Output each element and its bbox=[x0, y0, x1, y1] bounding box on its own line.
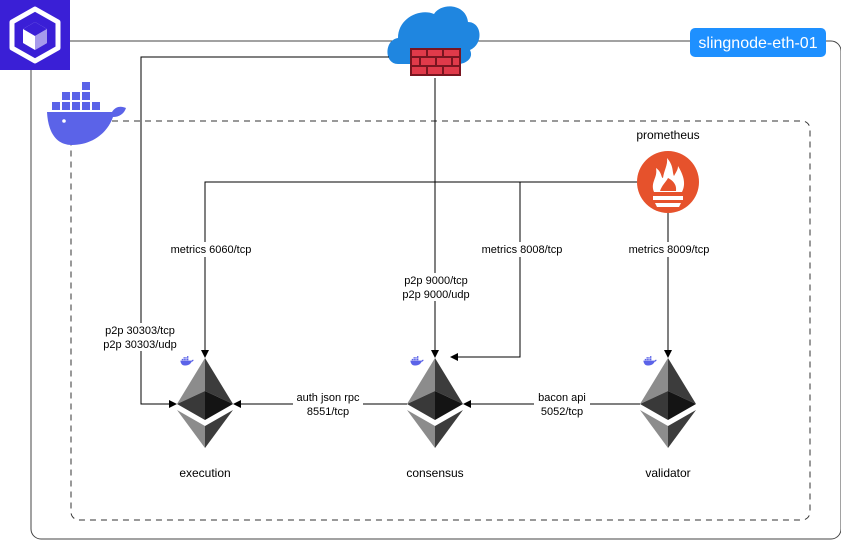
cloud-firewall-icon bbox=[387, 6, 480, 76]
label-consensus-p2p-udp: p2p 9000/udp bbox=[402, 289, 469, 301]
validator-label: validator bbox=[645, 466, 690, 480]
validator-node: validator bbox=[640, 356, 696, 480]
prometheus-icon bbox=[637, 151, 699, 213]
docker-boundary bbox=[70, 120, 811, 521]
edge-metrics-execution bbox=[201, 181, 637, 358]
edge-execution-p2p bbox=[140, 56, 389, 408]
label-auth-rpc-port: 8551/tcp bbox=[307, 406, 349, 418]
execution-label: execution bbox=[179, 466, 230, 480]
label-execution-p2p-udp: p2p 30303/udp bbox=[103, 339, 176, 351]
consensus-label: consensus bbox=[406, 466, 463, 480]
docker-icon bbox=[47, 82, 126, 145]
label-metrics-consensus: metrics 8008/tcp bbox=[482, 244, 563, 256]
label-consensus-p2p-tcp: p2p 9000/tcp bbox=[404, 275, 468, 287]
logo-icon bbox=[0, 0, 70, 70]
prometheus-label: prometheus bbox=[636, 128, 699, 142]
label-auth-rpc: auth json rpc bbox=[297, 392, 360, 404]
consensus-node: consensus bbox=[406, 356, 464, 480]
label-execution-p2p-tcp: p2p 30303/tcp bbox=[105, 325, 175, 337]
ethereum-icon bbox=[640, 358, 696, 448]
edge-metrics-consensus bbox=[450, 182, 521, 361]
ethereum-icon bbox=[177, 358, 233, 448]
docker-icon bbox=[643, 356, 657, 366]
host-name-tag: slingnode-eth-01 bbox=[690, 28, 826, 57]
label-metrics-execution: metrics 6060/tcp bbox=[171, 244, 252, 256]
label-beacon-api: bacon api bbox=[538, 392, 586, 404]
host-name: slingnode-eth-01 bbox=[698, 35, 817, 52]
ethereum-icon bbox=[407, 358, 463, 448]
docker-icon bbox=[410, 356, 424, 366]
execution-node: execution bbox=[177, 356, 233, 480]
label-metrics-validator: metrics 8009/tcp bbox=[629, 244, 710, 256]
docker-icon bbox=[180, 356, 194, 366]
label-beacon-api-port: 5052/tcp bbox=[541, 406, 583, 418]
